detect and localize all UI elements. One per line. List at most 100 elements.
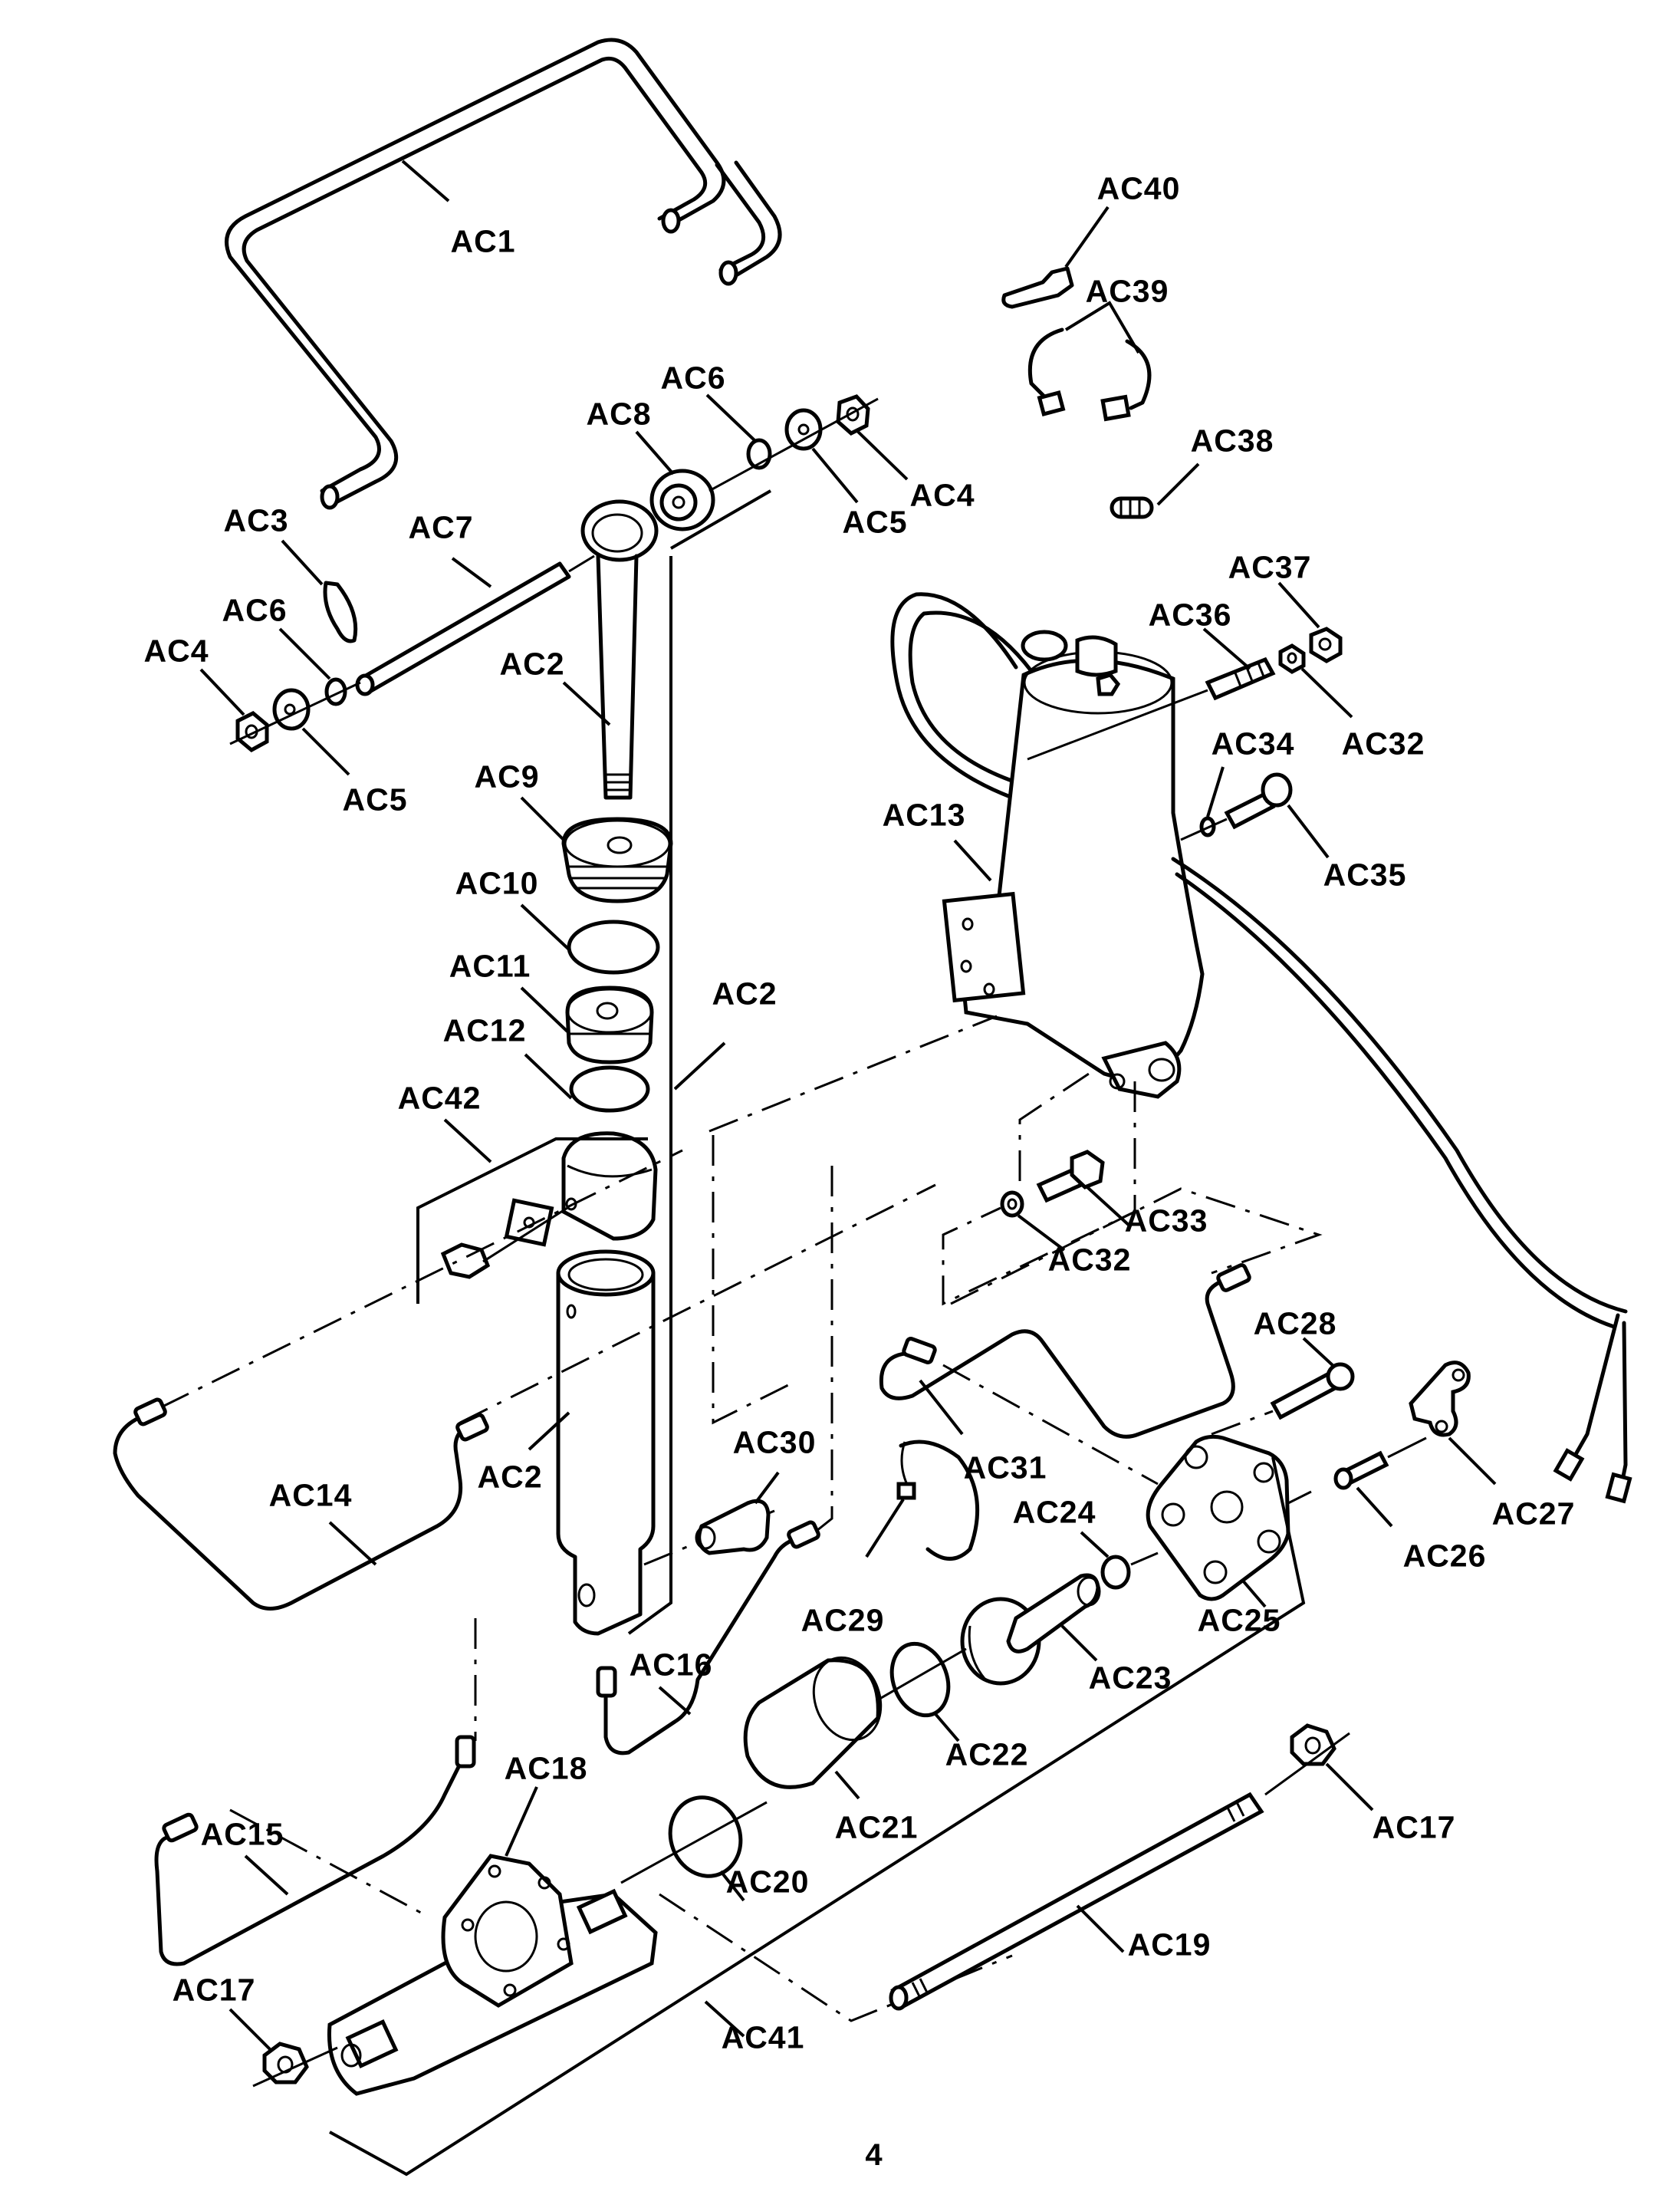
part-ac11-piston	[565, 985, 654, 1064]
callout-ac5-left: AC5	[342, 781, 408, 818]
callout-ac36: AC36	[1148, 597, 1232, 633]
leader-ac31	[919, 1379, 964, 1436]
leader-ac39	[1064, 301, 1140, 354]
callout-ac8: AC8	[586, 396, 652, 432]
part-ac25-end-plate	[1146, 1434, 1290, 1601]
callout-ac42: AC42	[397, 1080, 482, 1116]
bracket-ac42	[416, 1137, 648, 1304]
part-ac33-bolt	[1036, 1150, 1105, 1203]
callout-ac4-left: AC4	[143, 633, 209, 669]
guide-base-ac33	[950, 1187, 1323, 1305]
leader-ac37	[1277, 581, 1320, 629]
leader-ac27	[1448, 1436, 1497, 1486]
leader-ac1	[401, 160, 450, 202]
callout-ac34: AC34	[1211, 726, 1295, 762]
callout-ac16: AC16	[629, 1647, 713, 1683]
part-ac3-cotter-clip	[323, 581, 358, 643]
callout-ac9: AC9	[474, 758, 540, 795]
leader-ac4-top	[856, 429, 909, 481]
leader-ac38	[1156, 462, 1200, 506]
leader-ac3	[281, 539, 324, 586]
wire-terminal-a	[1553, 1448, 1585, 1482]
leader-ac23	[1060, 1624, 1098, 1662]
leader-ac22	[934, 1713, 960, 1742]
callout-ac27: AC27	[1491, 1495, 1576, 1532]
part-ac17-right-nut	[1290, 1723, 1336, 1766]
part-ac2-cylinder-tube	[556, 1249, 656, 1636]
callout-ac24: AC24	[1012, 1494, 1096, 1530]
part-ac26-screw	[1333, 1450, 1389, 1490]
leader-ac2-upper	[562, 681, 611, 726]
wire-terminal-b	[1605, 1472, 1632, 1504]
leader-ac41	[704, 2000, 745, 2038]
part-ac31-line	[879, 1263, 1251, 1439]
part-ac23-valve-spool	[960, 1573, 1101, 1686]
part-ac32-upper-lockwasher	[1278, 643, 1306, 674]
part-ac18-mounting-flange	[441, 1854, 574, 2008]
leader-ac29	[865, 1498, 905, 1558]
leader-ac12	[524, 1053, 573, 1100]
part-ac4-left-nut	[235, 711, 269, 753]
part-ac35-screw	[1224, 772, 1293, 830]
callout-ac31: AC31	[963, 1449, 1047, 1486]
callout-ac18: AC18	[504, 1750, 588, 1786]
leader-ac8	[635, 430, 675, 475]
part-ac36-stud	[1205, 656, 1276, 701]
part-ac32-lower-lockwasher	[1000, 1190, 1024, 1218]
guide-ac32	[1018, 1072, 1090, 1181]
callout-ac6-top: AC6	[660, 360, 726, 396]
leader-ac14	[328, 1521, 377, 1566]
leader-ac32-upper	[1300, 667, 1353, 719]
leader-ac20	[719, 1870, 745, 1902]
callout-ac38: AC38	[1190, 423, 1274, 459]
bracket-ac41	[329, 1456, 1306, 2177]
leader-ac28	[1302, 1337, 1336, 1368]
part-ac30-fitting	[695, 1499, 771, 1555]
part-ac19-tie-rod	[889, 1792, 1264, 2011]
leader-ac5-left	[301, 727, 350, 776]
callout-ac32-upper: AC32	[1341, 726, 1425, 762]
guide-ac2-top	[670, 489, 771, 550]
callout-ac15: AC15	[200, 1816, 284, 1852]
part-ac42-clamp-kit	[440, 1131, 658, 1279]
leader-ac6-left	[278, 627, 331, 680]
guide-ac31	[942, 1364, 1159, 1486]
leader-ac19	[1076, 1904, 1125, 1953]
part-ac8-bushing	[649, 469, 715, 531]
guide-ac33	[942, 1081, 1136, 1306]
callout-ac37: AC37	[1228, 549, 1312, 585]
part-ac16-line	[596, 1520, 820, 1755]
leader-ac10	[520, 903, 570, 951]
leader-ac2-lower	[528, 1411, 570, 1451]
leader-ac11	[520, 986, 569, 1033]
callout-ac2-right: AC2	[712, 976, 778, 1012]
guide-line-b	[459, 1183, 936, 1424]
callout-ac19: AC19	[1127, 1927, 1212, 1963]
leader-ac17-left	[228, 2008, 274, 2053]
leader-ac15	[244, 1854, 289, 1896]
part-ac28-bolt	[1270, 1362, 1355, 1420]
callout-ac7: AC7	[408, 509, 474, 545]
leader-ac35	[1287, 804, 1330, 859]
callout-ac29: AC29	[801, 1602, 885, 1638]
callout-ac35: AC35	[1323, 857, 1407, 893]
leader-ac33	[1086, 1186, 1133, 1229]
part-ac12-oring	[569, 1065, 650, 1113]
part-ac29-ring-tab	[896, 1482, 916, 1500]
callout-ac13: AC13	[882, 797, 966, 833]
leader-ac42	[443, 1118, 492, 1163]
part-ac1-tube	[225, 38, 782, 510]
guide-ac15	[229, 1808, 430, 1919]
callout-ac11: AC11	[449, 948, 531, 984]
part-ac2-rod	[580, 499, 659, 800]
guide-ac2-vertical	[627, 556, 672, 1635]
part-ac40-connector	[1001, 266, 1074, 309]
leader-ac2-right	[673, 1041, 726, 1091]
part-ac29-retaining-ring	[899, 1440, 980, 1561]
leader-ac13	[953, 839, 992, 882]
part-ac4-top-nut	[836, 394, 870, 436]
leader-ac6-top	[705, 393, 757, 443]
callout-ac17-left: AC17	[172, 1972, 256, 2008]
